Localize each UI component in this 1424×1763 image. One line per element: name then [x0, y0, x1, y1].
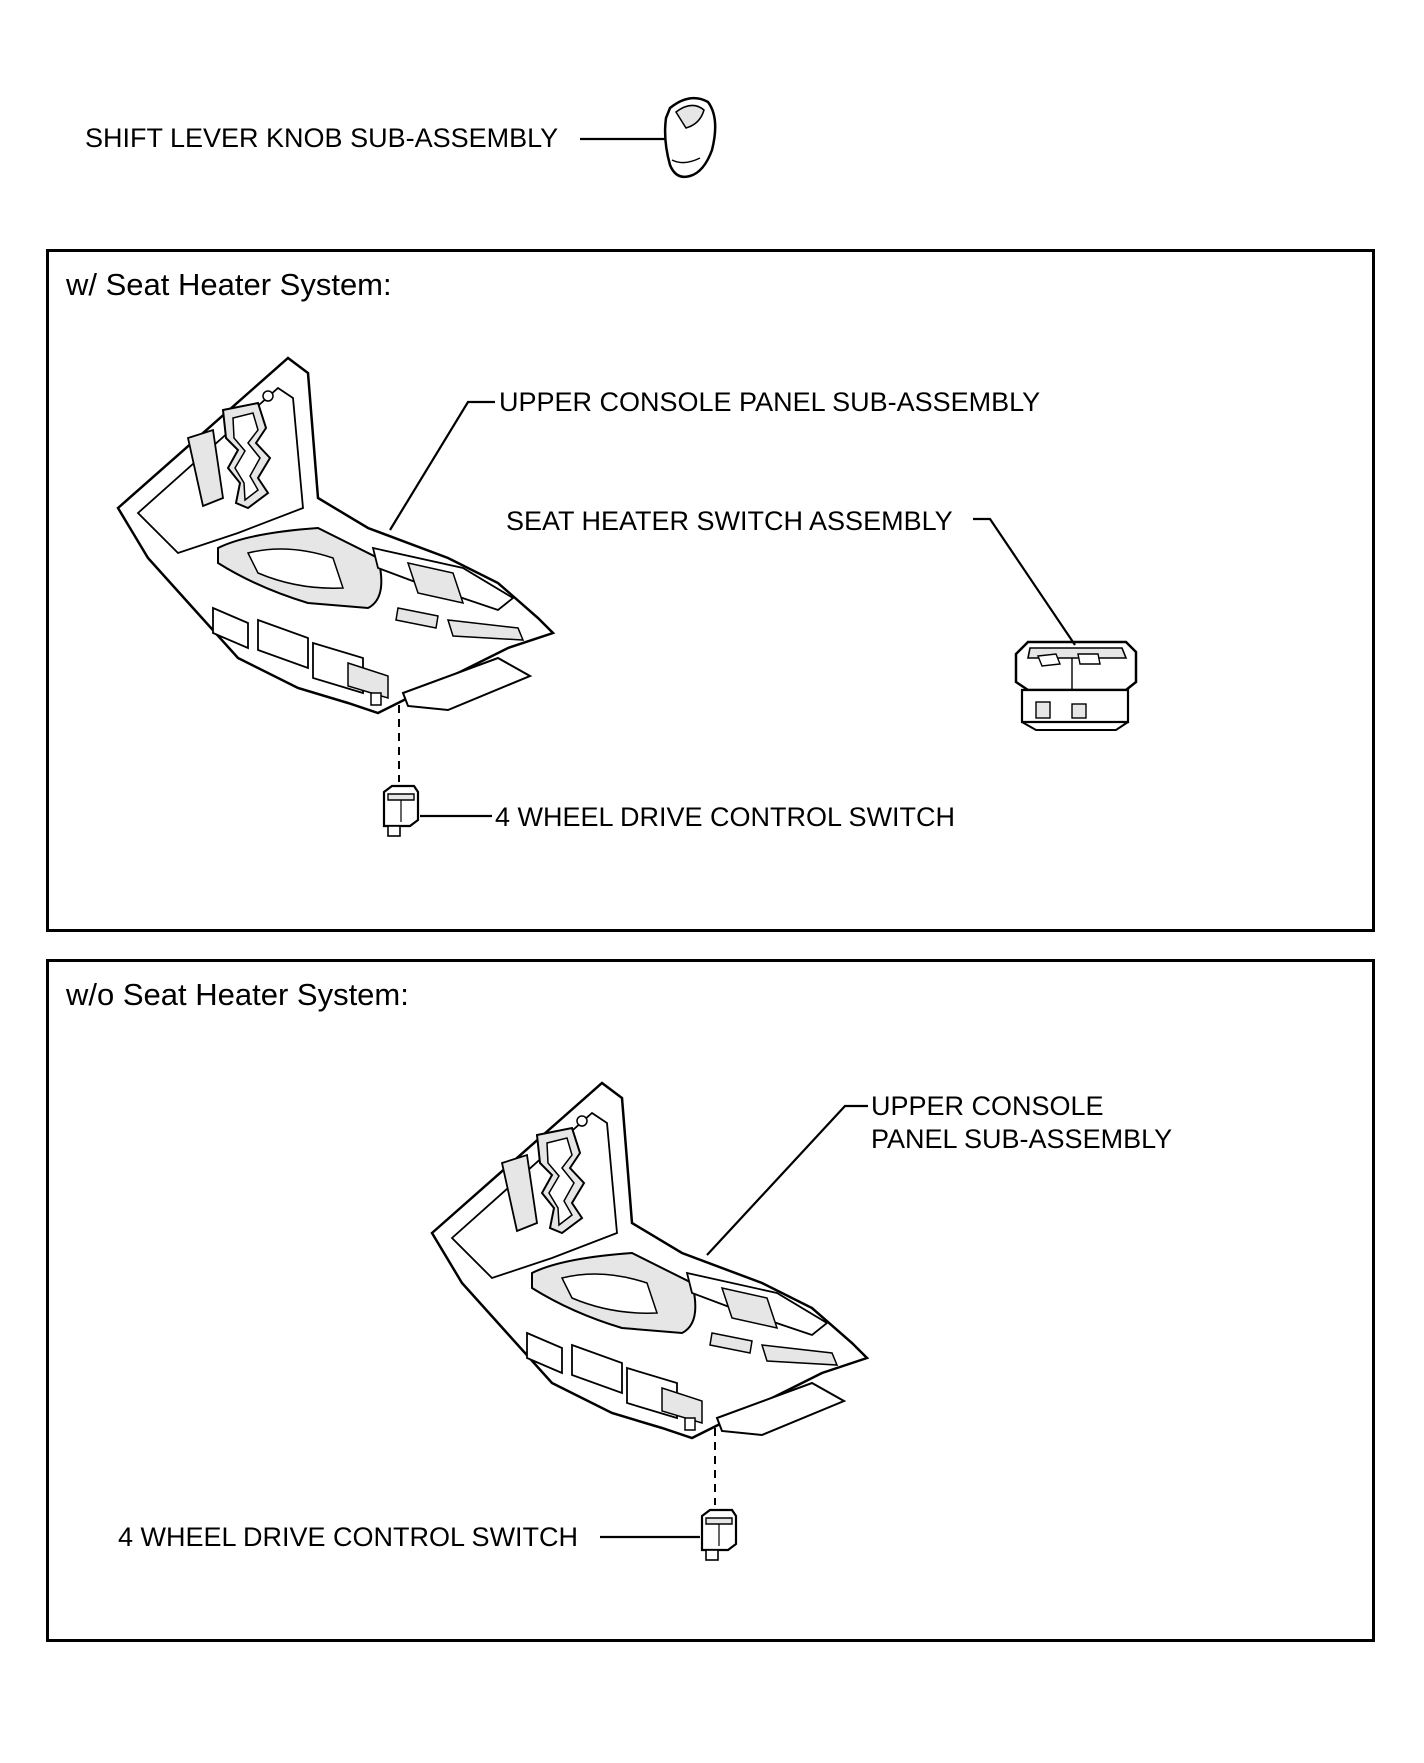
upper-console-panel-icon-2 — [430, 1081, 869, 1440]
upper-console-leader-line — [389, 400, 495, 531]
panel-without-heading: w/o Seat Heater System: — [66, 977, 409, 1012]
panel-without-seat-heater — [46, 959, 1375, 1642]
upper-console-panel-icon — [116, 356, 555, 715]
seat-heater-switch-icon — [1014, 640, 1138, 731]
upper-console-panel-label-line1: UPPER CONSOLE — [871, 1091, 1104, 1121]
four-wheel-drive-switch-label-2: 4 WHEEL DRIVE CONTROL SWITCH — [118, 1522, 579, 1552]
panel-with-heading: w/ Seat Heater System: — [66, 267, 392, 302]
four-wheel-drive-switch-label: 4 WHEEL DRIVE CONTROL SWITCH — [495, 802, 956, 832]
upper-console-panel-label: UPPER CONSOLE PANEL SUB-ASSEMBLY — [499, 387, 1041, 417]
seat-heater-switch-label: SEAT HEATER SWITCH ASSEMBLY — [506, 506, 953, 536]
shift-lever-knob-label: SHIFT LEVER KNOB SUB-ASSEMBLY — [85, 123, 559, 153]
panel-with-seat-heater — [46, 249, 1375, 932]
upper-console-panel-label-line2: PANEL SUB-ASSEMBLY — [871, 1124, 1173, 1154]
four-wheel-drive-switch-icon — [382, 784, 420, 838]
upper-console-leader-line-2 — [706, 1104, 868, 1256]
four-wheel-drive-switch-icon-2 — [700, 1508, 738, 1562]
seat-heater-leader-line — [973, 517, 1076, 646]
shift-lever-knob-icon — [663, 96, 717, 179]
